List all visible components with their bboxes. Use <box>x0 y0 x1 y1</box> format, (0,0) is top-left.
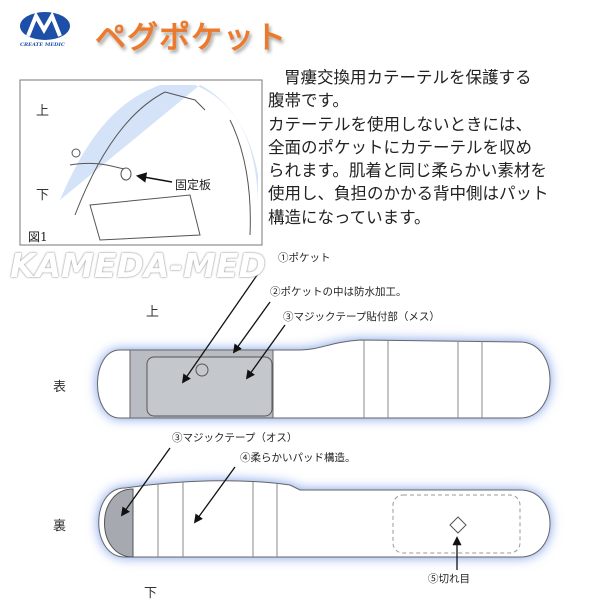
back-side-label: 裏 <box>53 519 67 534</box>
logo-text: CREATE MEDIC <box>20 42 65 48</box>
page-title: ペグポケット <box>95 20 287 56</box>
description-line: 使用し、負担のかかる背中側はパット <box>268 184 549 204</box>
front-belt <box>97 267 551 419</box>
description-line: 腹帯です。 <box>268 91 349 111</box>
label-pocket: ①ポケット <box>278 252 331 264</box>
figure-down-label: 下 <box>36 188 50 203</box>
watermark: KAMEDA-MED <box>10 246 266 285</box>
description-line: られます。肌着と同じ柔らかい素材を <box>268 161 547 181</box>
back-down-label: 下 <box>144 586 158 600</box>
description-line: カテーテルを使用しないときには、 <box>268 114 532 134</box>
back-belt <box>98 447 551 570</box>
label-velcro-male: ③マジックテープ（オス） <box>172 432 298 444</box>
figure-up-label: 上 <box>36 104 50 119</box>
figure-illustration <box>19 79 263 246</box>
description-line: 胃瘻交換用カテーテルを保護する <box>284 68 532 87</box>
logo-icon <box>20 11 70 40</box>
description: 胃瘻交換用カテーテルを保護する 腹帯です。 カテーテルを使用しないときには、 全… <box>268 66 588 229</box>
description-line: 全面のポケットにカテーテルを収め <box>268 137 532 157</box>
front-up-label: 上 <box>146 305 160 320</box>
figure-caption: 図1 <box>28 230 48 244</box>
label-slit: ⑤切れ目 <box>428 573 470 585</box>
slit-icon <box>449 516 467 534</box>
description-line: 構造になっています。 <box>268 207 431 227</box>
label-waterproof: ②ポケットの中は防水加工。 <box>270 286 407 298</box>
plate-label: 固定板 <box>175 178 212 192</box>
label-soft-pad: ④柔らかいパッド構造。 <box>240 452 356 464</box>
label-velcro-female: ③マジックテープ貼付部（メス） <box>283 311 440 323</box>
front-side-label: 表 <box>53 380 67 395</box>
